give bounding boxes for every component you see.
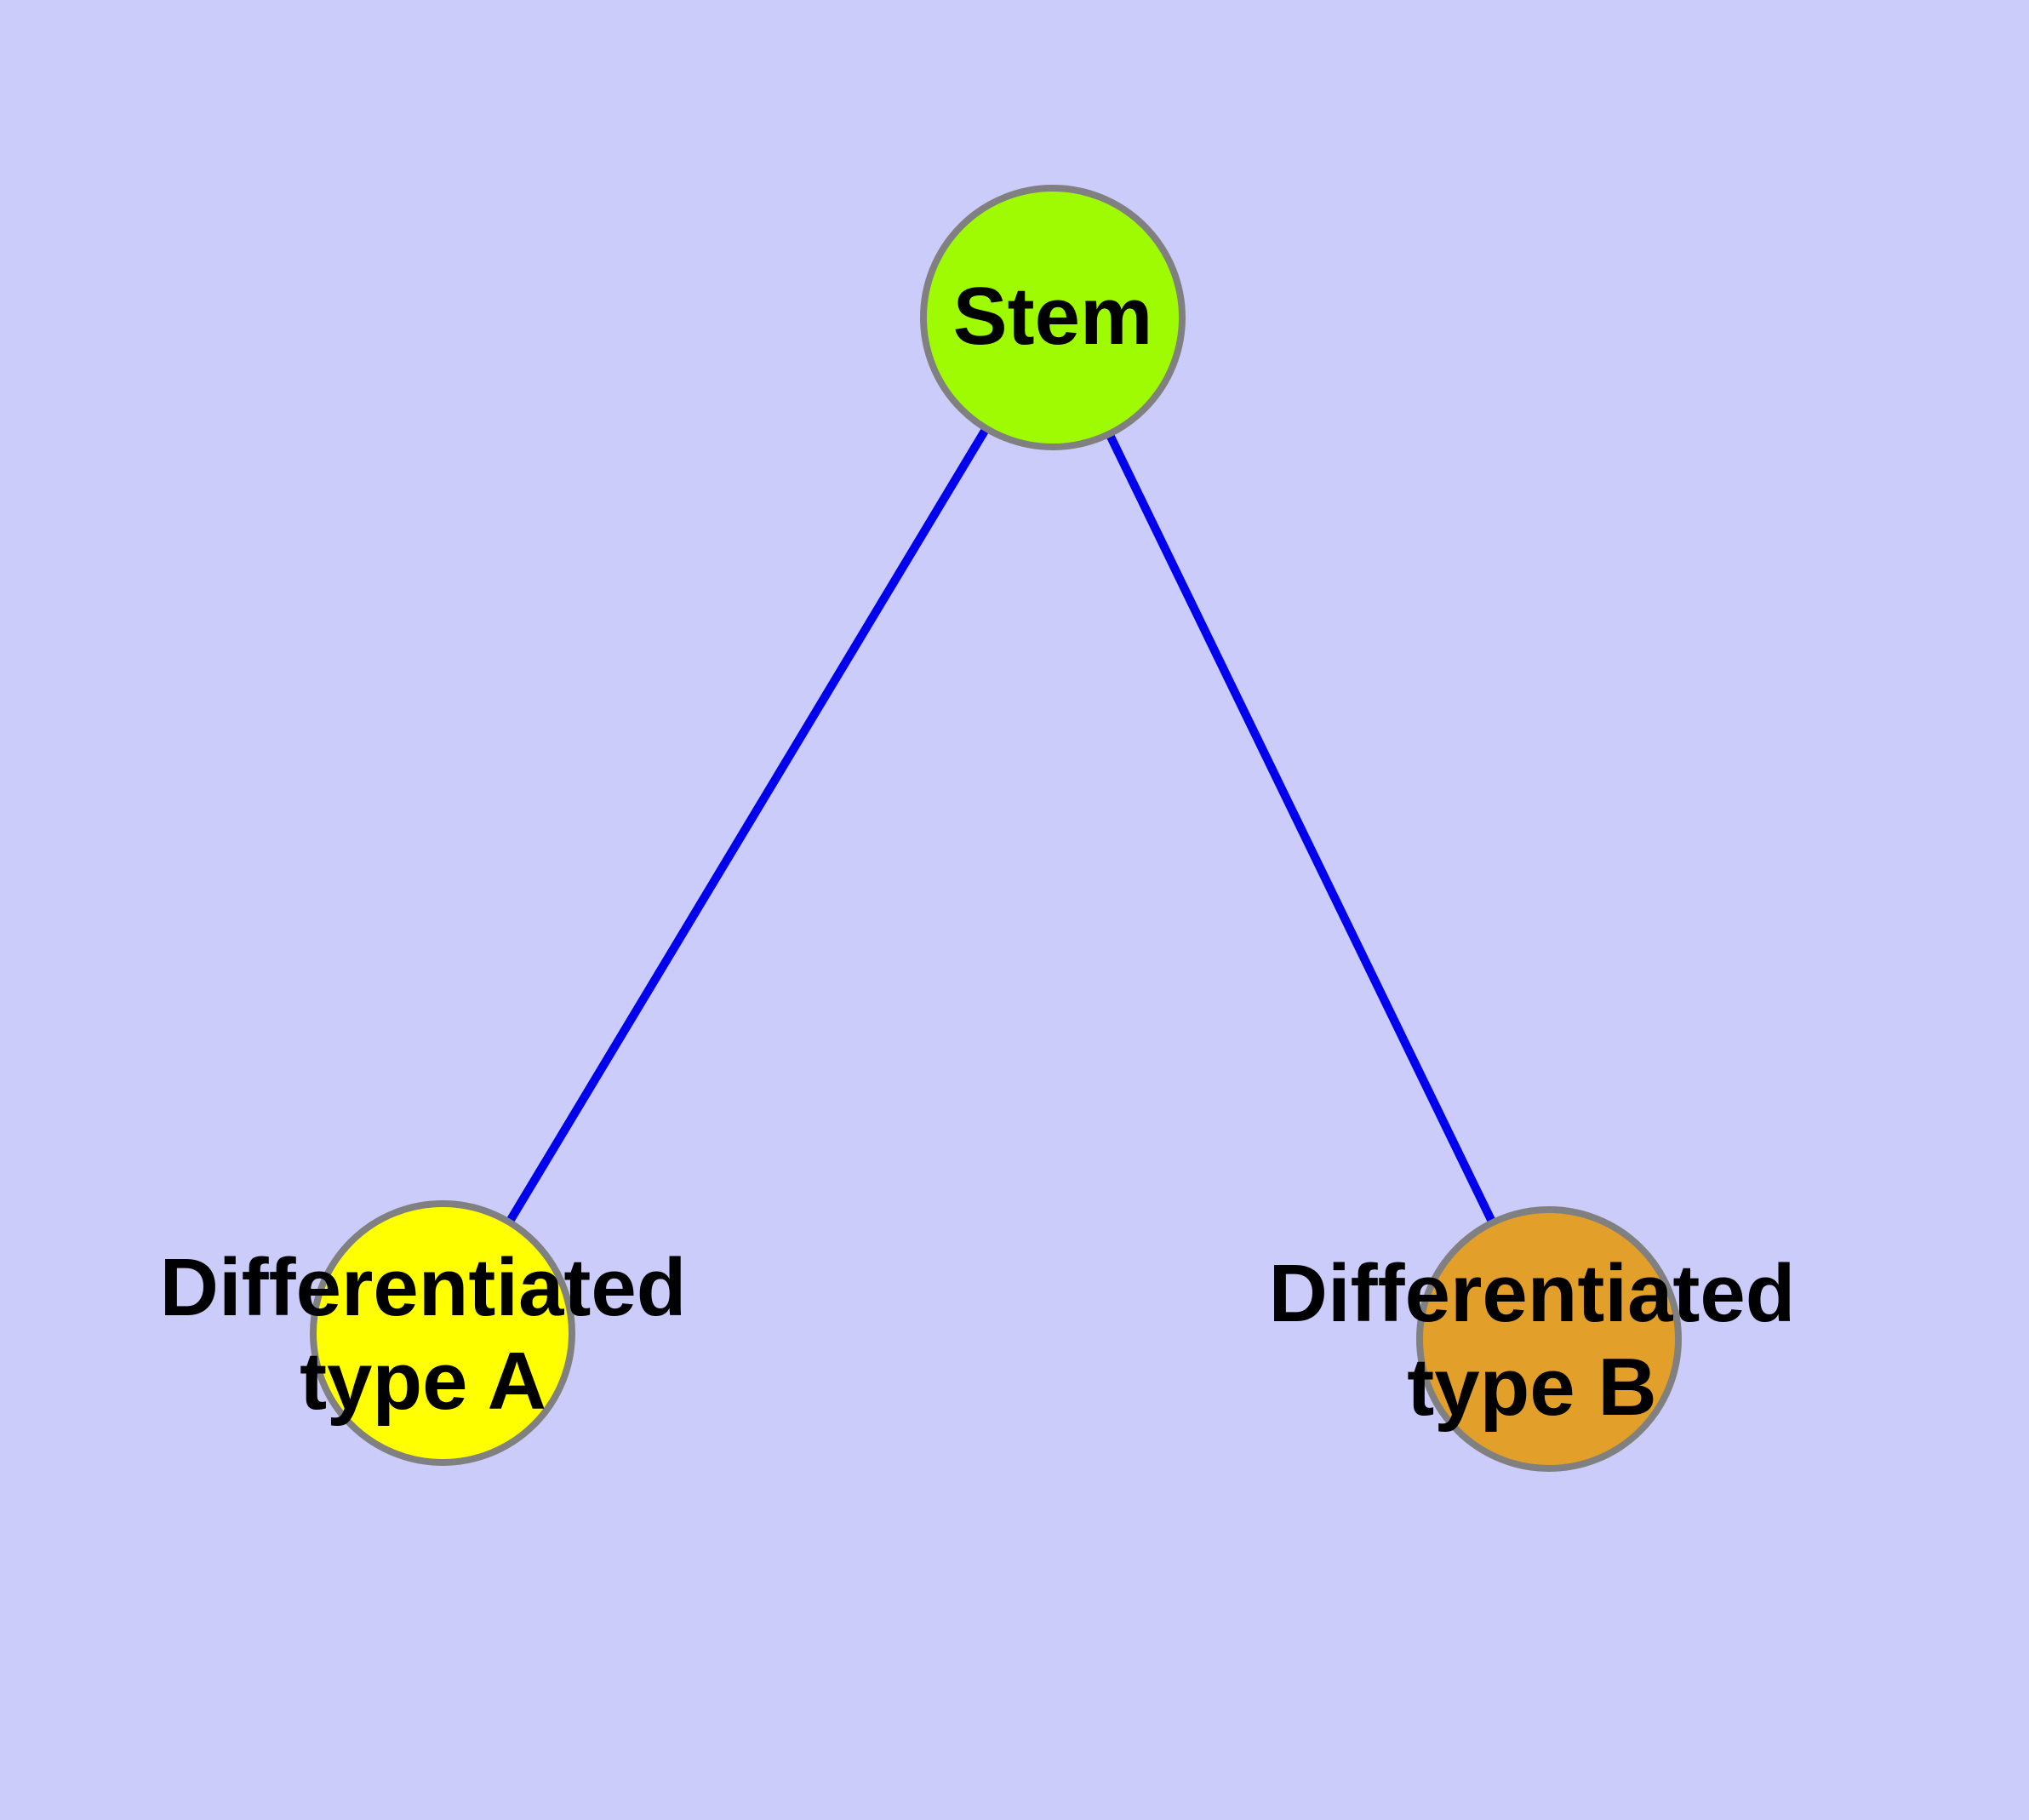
graph-node-diff_a[interactable] [310,1200,575,1466]
graph-node-stem[interactable] [920,185,1186,450]
graph-node-diff_b[interactable] [1416,1206,1682,1472]
graph-node-label-line: type B [1407,1342,1656,1433]
graph-node-label-line: Differentiated [1269,1248,1796,1339]
graph-edge-stem-diff_b [1049,315,1553,1342]
graph-node-label-stem: Stem [953,271,1153,362]
graph-edge-stem-diff_a [438,315,1057,1336]
edges-layer [438,315,1553,1342]
nodes-layer [310,185,1682,1472]
graph-node-label-line: type A [300,1336,546,1427]
graph-node-label-line: Stem [953,271,1153,362]
graph-node-label-line: Differentiated [160,1242,687,1333]
